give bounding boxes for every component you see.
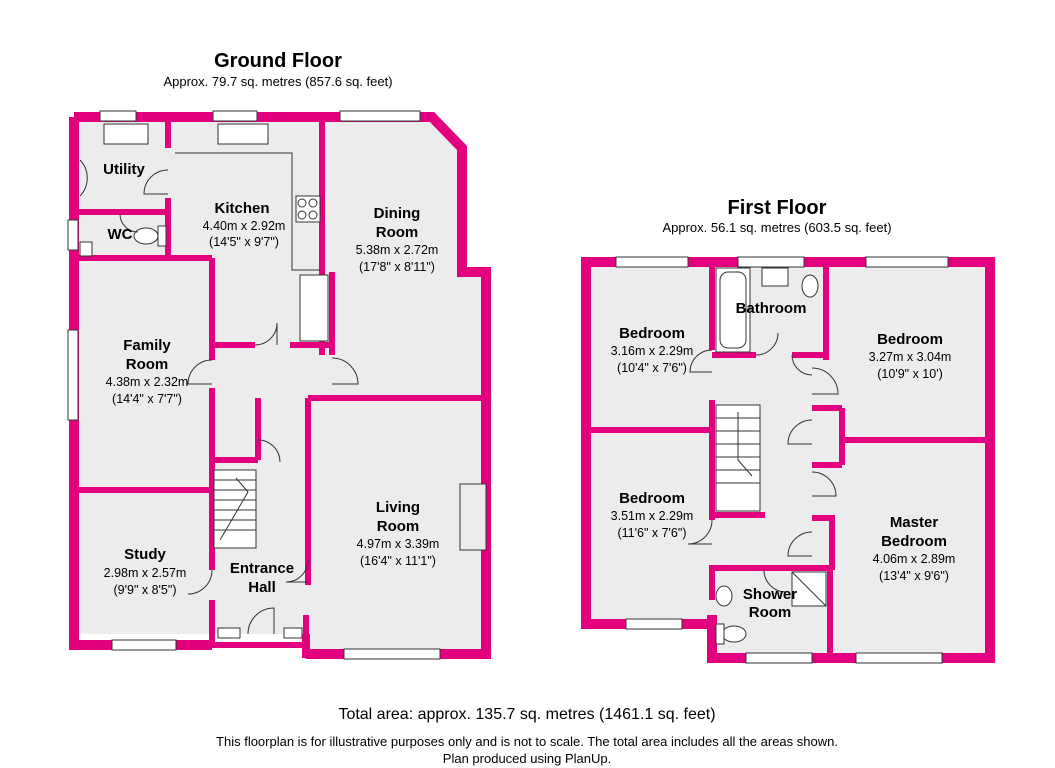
shower-room-name-line1: Shower [743, 586, 797, 603]
first-floor-doors [687, 332, 839, 593]
kitchen-window [212, 110, 258, 122]
bedroom-ne-dimensions-imperial: (10'9" x 10') [877, 367, 943, 381]
study-dimensions-metric: 2.98m x 2.57m [104, 566, 187, 580]
utility-room-name: Utility [103, 161, 145, 178]
bedroom-sw-dimensions-metric: 3.51m x 2.29m [611, 509, 694, 523]
family-dimensions-metric: 4.38m x 2.32m [106, 375, 189, 389]
ground-floor-plan: Ground Floor Approx. 79.7 sq. metres (85… [67, 50, 491, 660]
shower-room-name-line2: Room [749, 604, 792, 621]
master-bedroom-name-line2: Bedroom [881, 533, 947, 550]
living-dimensions-metric: 4.97m x 3.39m [357, 537, 440, 551]
bedroom-nw-dimensions-imperial: (10'4" x 7'6") [617, 361, 687, 375]
hall-window-left [217, 627, 241, 639]
ground-floor-area: Approx. 79.7 sq. metres (857.6 sq. feet) [163, 74, 392, 89]
ground-floor-fill [74, 117, 486, 654]
dining-dimensions-imperial: (17'8" x 8'11") [359, 260, 435, 274]
wc-room-name: WC [108, 226, 133, 243]
living-room-name-line2: Room [377, 518, 420, 535]
kitchen-sink-icon [217, 123, 269, 145]
ground-floor-outer-wall [74, 112, 491, 659]
living-dimensions-imperial: (16'4" x 11'1") [360, 554, 436, 568]
living-room-name-line1: Living [376, 499, 420, 516]
first-floor-windows [615, 256, 949, 664]
study-room-name: Study [124, 546, 166, 563]
bedroom-sw-name: Bedroom [619, 490, 685, 507]
dining-window [339, 110, 421, 122]
bathroom-room-name: Bathroom [736, 300, 807, 317]
utility-sink-icon [103, 123, 149, 145]
wc-basin-icon [79, 241, 93, 257]
bathroom-basin-icon [761, 267, 789, 287]
ground-floor-title: Ground Floor [214, 50, 342, 72]
bathroom-toilet-icon [801, 274, 819, 298]
shower-basin-icon [715, 585, 733, 607]
family-window [67, 329, 79, 421]
dining-room-name-line2: Room [376, 224, 419, 241]
chimney-breast [459, 483, 487, 551]
master-bedroom-name-line1: Master [890, 514, 939, 531]
first-floor-fill [586, 262, 990, 658]
total-area: Total area: approx. 135.7 sq. metres (14… [338, 706, 715, 723]
hall-window-right [283, 627, 303, 639]
first-floor-fixtures [715, 267, 827, 645]
wc-window [67, 219, 79, 251]
master-window [855, 652, 943, 664]
plan-credit: Plan produced using PlanUp. [443, 751, 611, 766]
dining-room-name-line1: Dining [374, 205, 421, 222]
hall-room-name-line1: Entrance [230, 560, 294, 577]
wc-cistern-icon [157, 225, 167, 247]
ground-floor-fixtures [79, 123, 487, 551]
bedroom-nw-dimensions-metric: 3.16m x 2.29m [611, 344, 694, 358]
study-window [111, 639, 177, 651]
master-dimensions-imperial: (13'4" x 9'6") [879, 569, 949, 583]
master-dimensions-metric: 4.06m x 2.89m [873, 552, 956, 566]
living-window [343, 648, 441, 660]
fridge-icon [299, 274, 329, 342]
ground-floor-windows [67, 110, 441, 660]
bedroom-sw-window [625, 618, 683, 630]
study-dimensions-imperial: (9'9" x 8'5") [114, 583, 177, 597]
family-room-name-line2: Room [126, 356, 169, 373]
kitchen-dimensions-metric: 4.40m x 2.92m [203, 219, 286, 233]
wc-toilet-icon [133, 227, 159, 245]
first-floor-area: Approx. 56.1 sq. metres (603.5 sq. feet) [662, 220, 891, 235]
first-floor-title: First Floor [728, 197, 827, 219]
utility-window [99, 110, 137, 122]
ground-floor-stairs [213, 469, 257, 549]
ground-floor-doors [79, 159, 359, 635]
first-floor-internal-walls [586, 262, 990, 658]
kitchen-room-name: Kitchen [214, 200, 269, 217]
first-floor-outer-wall [581, 257, 995, 663]
dining-dimensions-metric: 5.38m x 2.72m [356, 243, 439, 257]
bedroom-sw-dimensions-imperial: (11'6" x 7'6") [617, 526, 686, 540]
hall-room-name-line2: Hall [248, 579, 276, 596]
bathroom-window [737, 256, 805, 268]
shower-toilet-icon [721, 625, 747, 643]
first-floor-plan: First Floor Approx. 56.1 sq. metres (603… [581, 197, 995, 664]
shower-window [745, 652, 813, 664]
family-room-name-line1: Family [123, 337, 171, 354]
bedroom-nw-window [615, 256, 689, 268]
bedroom-ne-window [865, 256, 949, 268]
disclaimer: This floorplan is for illustrative purpo… [216, 734, 838, 749]
first-floor-stairs [715, 404, 761, 512]
bedroom-ne-dimensions-metric: 3.27m x 3.04m [869, 350, 952, 364]
bedroom-nw-name: Bedroom [619, 325, 685, 342]
kitchen-dimensions-imperial: (14'5" x 9'7") [209, 235, 279, 249]
bedroom-ne-name: Bedroom [877, 331, 943, 348]
family-dimensions-imperial: (14'4" x 7'7") [112, 392, 182, 406]
